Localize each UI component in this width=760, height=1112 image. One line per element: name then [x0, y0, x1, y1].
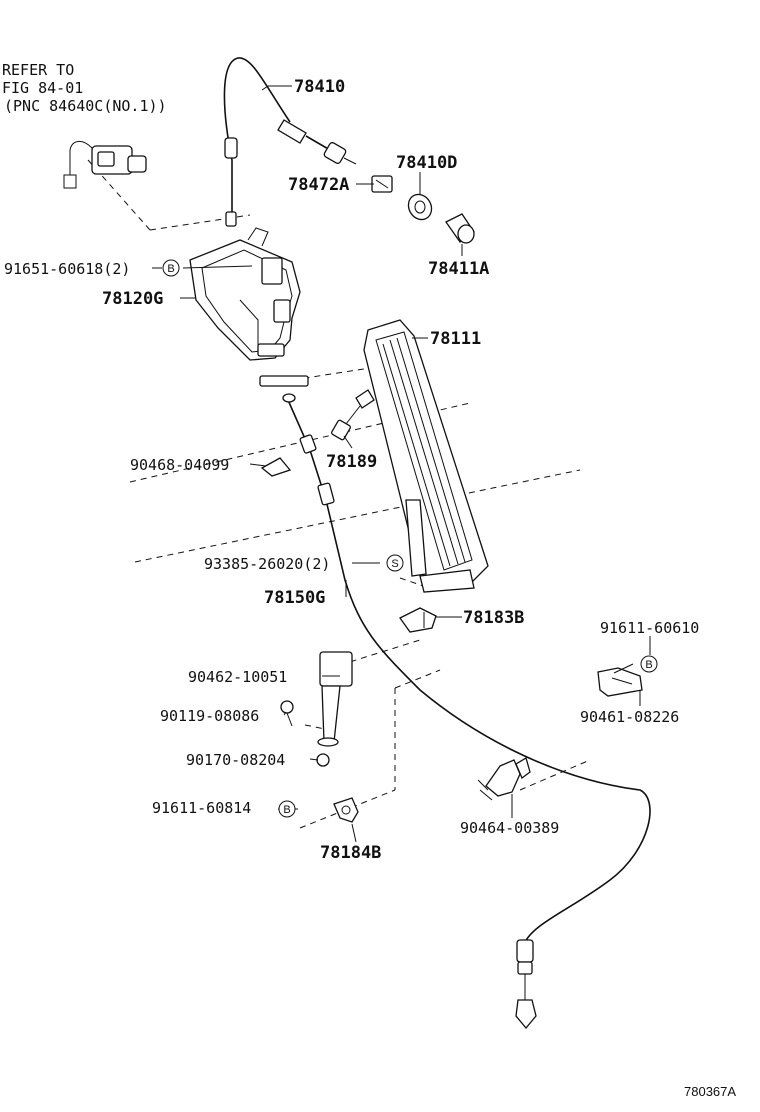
clip-78472A [371, 175, 393, 193]
bracket-90462-10051 [317, 651, 353, 747]
bracket-78183B [399, 607, 437, 633]
bracket-90461-08226 [597, 667, 643, 697]
grommet-78410D [407, 193, 433, 221]
label-90462-10051[interactable]: 90462-10051 [188, 668, 287, 686]
stop-switch-reference-part [63, 141, 147, 189]
label-78183B[interactable]: 78183B [463, 608, 524, 628]
reference-note-line2: FIG 84-01 [2, 79, 83, 97]
clip-90468-04099 [260, 457, 292, 477]
reference-dashed-lines [87, 159, 591, 829]
label-78150G[interactable]: 78150G [264, 588, 325, 608]
label-78120G[interactable]: 78120G [102, 289, 163, 309]
label-90468-04099[interactable]: 90468-04099 [130, 456, 229, 474]
figure-code: 780367A [684, 1084, 736, 1099]
label-90170-08204[interactable]: 90170-08204 [186, 751, 285, 769]
label-90461-08226[interactable]: 90461-08226 [580, 708, 679, 726]
marker-b-91611-60814: B [278, 800, 296, 818]
marker-b-91651: B [162, 259, 180, 277]
stopper-78189 [331, 389, 375, 441]
marker-s-93385: S [386, 554, 404, 572]
marker-b-91611-60610: B [640, 655, 658, 673]
bolt-90119-08086 [280, 700, 294, 727]
cap-78411A [445, 213, 475, 244]
label-78189[interactable]: 78189 [326, 452, 377, 472]
reference-note-line1: REFER TO [2, 61, 74, 79]
label-91611-60814[interactable]: 91611-60814 [152, 799, 251, 817]
pedal-bracket-78120G [189, 227, 309, 387]
label-91651-60618[interactable]: 91651-60618(2) [4, 260, 130, 278]
label-91611-60610[interactable]: 91611-60610 [600, 619, 699, 637]
nut-90170-08204 [316, 753, 330, 767]
label-78410D[interactable]: 78410D [396, 153, 457, 173]
marker-b-text: B [167, 263, 174, 275]
clamp-90464-00389 [477, 757, 531, 801]
label-78411A[interactable]: 78411A [428, 259, 489, 279]
accelerator-cable-78150G [282, 393, 651, 1030]
label-90119-08086[interactable]: 90119-08086 [160, 707, 259, 725]
marker-s-text: S [391, 558, 398, 570]
label-78472A[interactable]: 78472A [288, 175, 349, 195]
label-78410[interactable]: 78410 [294, 77, 345, 97]
cable-78410 [223, 57, 357, 227]
label-90464-00389[interactable]: 90464-00389 [460, 819, 559, 837]
marker-b-text: B [283, 804, 290, 816]
marker-b-text: B [645, 659, 652, 671]
label-78111[interactable]: 78111 [430, 329, 481, 349]
label-78184B[interactable]: 78184B [320, 843, 381, 863]
accelerator-pedal-78111 [363, 319, 489, 593]
label-93385-26020[interactable]: 93385-26020(2) [204, 555, 330, 573]
clip-78184B [333, 797, 359, 823]
reference-note-line3: (PNC 84640C(NO.1)) [4, 97, 167, 115]
